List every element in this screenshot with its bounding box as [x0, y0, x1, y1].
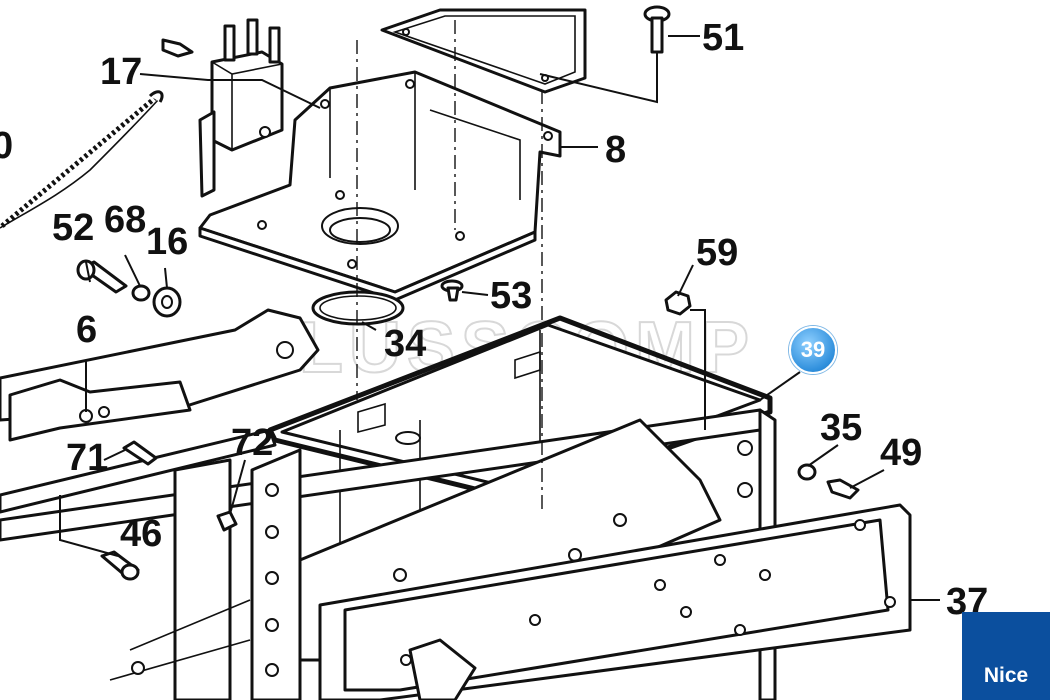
part-label-52: 52	[52, 207, 94, 249]
part-34-o-ring	[311, 290, 405, 326]
part-label-51: 51	[702, 17, 744, 59]
part-label-53: 53	[490, 275, 532, 317]
part-label-34: 34	[384, 323, 426, 365]
part-49-screw	[826, 478, 860, 500]
part-label-68: 68	[104, 199, 146, 241]
part-label-0: 0	[0, 125, 13, 167]
leader-lines	[59, 35, 940, 601]
top-cover-plate	[380, 8, 587, 94]
part-label-72: 72	[231, 422, 273, 464]
part-label-16: 16	[146, 221, 188, 263]
part-8-mounting-bracket	[198, 70, 562, 302]
part-51-screw	[643, 5, 671, 54]
part-53-screw	[440, 279, 464, 302]
screw-17-mount	[161, 38, 194, 58]
part-37-cover-plate	[318, 503, 912, 700]
part-35-washer	[797, 463, 817, 481]
brand-logo: Nice	[962, 612, 1050, 700]
part-label-6: 6	[76, 309, 97, 351]
part-72-nut	[216, 510, 238, 532]
part-label-8: 8	[605, 129, 626, 171]
part-label-17: 17	[100, 51, 142, 93]
part-label-71: 71	[66, 437, 108, 479]
part-label-35: 35	[820, 407, 862, 449]
highlighted-part-badge[interactable]: 39	[789, 326, 837, 374]
part-label-49: 49	[880, 432, 922, 474]
part-17-microswitch	[198, 18, 284, 198]
part-71-screw	[122, 440, 158, 466]
part-label-59: 59	[696, 232, 738, 274]
part-59-nut	[664, 290, 692, 316]
part-label-46: 46	[120, 513, 162, 555]
spring-part-0	[0, 90, 164, 229]
part-46-screw	[100, 550, 140, 581]
part-6-lever-arm	[0, 308, 320, 442]
